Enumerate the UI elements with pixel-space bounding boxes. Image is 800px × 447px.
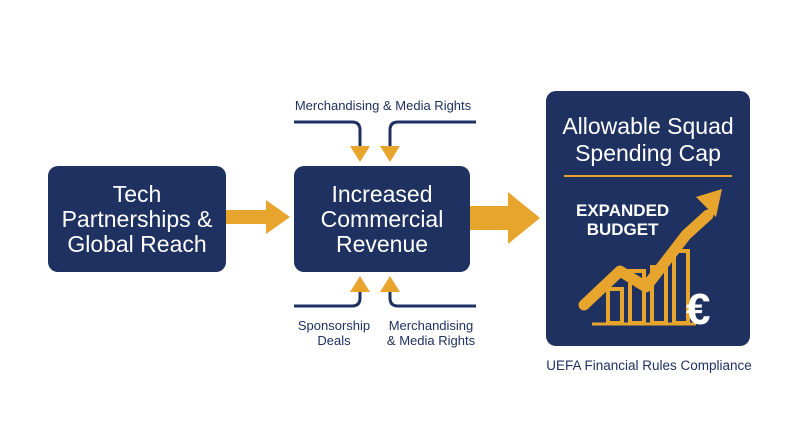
top-input-label: Merchandising & Media Rights: [294, 98, 472, 113]
commercial-revenue-node: Increased Commercial Revenue: [294, 166, 470, 272]
bottom-left-arrow-icon: [350, 276, 370, 292]
spending-cap-title: Allowable Squad Spending Cap: [562, 113, 734, 166]
flow-arrow-2-shaft: [470, 206, 512, 230]
tech-partnerships-label: Tech Partnerships & Global Reach: [61, 180, 213, 257]
growth-bar-1: [606, 287, 624, 325]
sponsorship-input-label: Sponsorship Deals: [297, 318, 371, 348]
bottom-feed-line-left: [294, 290, 362, 308]
growth-trend-line: [578, 209, 714, 311]
growth-arrow-head-icon: [696, 189, 722, 217]
spending-cap-divider: [564, 175, 732, 177]
top-right-arrow-icon: [380, 146, 400, 162]
bottom-feed-line-right: [388, 290, 476, 308]
commercial-revenue-label: Increased Commercial Revenue: [320, 180, 444, 257]
flow-arrow-1-icon: [266, 200, 290, 234]
flow-arrow-1-shaft: [226, 210, 270, 224]
expanded-budget-label: EXPANDED BUDGET: [576, 201, 670, 239]
flow-arrow-2-icon: [508, 192, 540, 244]
euro-icon: €: [686, 285, 711, 334]
top-left-arrow-icon: [350, 146, 370, 162]
top-feed-line-right: [388, 120, 476, 148]
tech-partnerships-node: Tech Partnerships & Global Reach: [48, 166, 226, 272]
growth-bar-chart-icon: [578, 189, 722, 326]
uefa-compliance-caption: UEFA Financial Rules Compliance: [546, 358, 752, 373]
merchandising-input-label: Merchandising & Media Rights: [386, 318, 476, 348]
bottom-right-arrow-icon: [380, 276, 400, 292]
top-feed-line-left: [294, 120, 362, 148]
spending-cap-node: Allowable Squad Spending Cap EXPANDED BU…: [546, 91, 750, 346]
